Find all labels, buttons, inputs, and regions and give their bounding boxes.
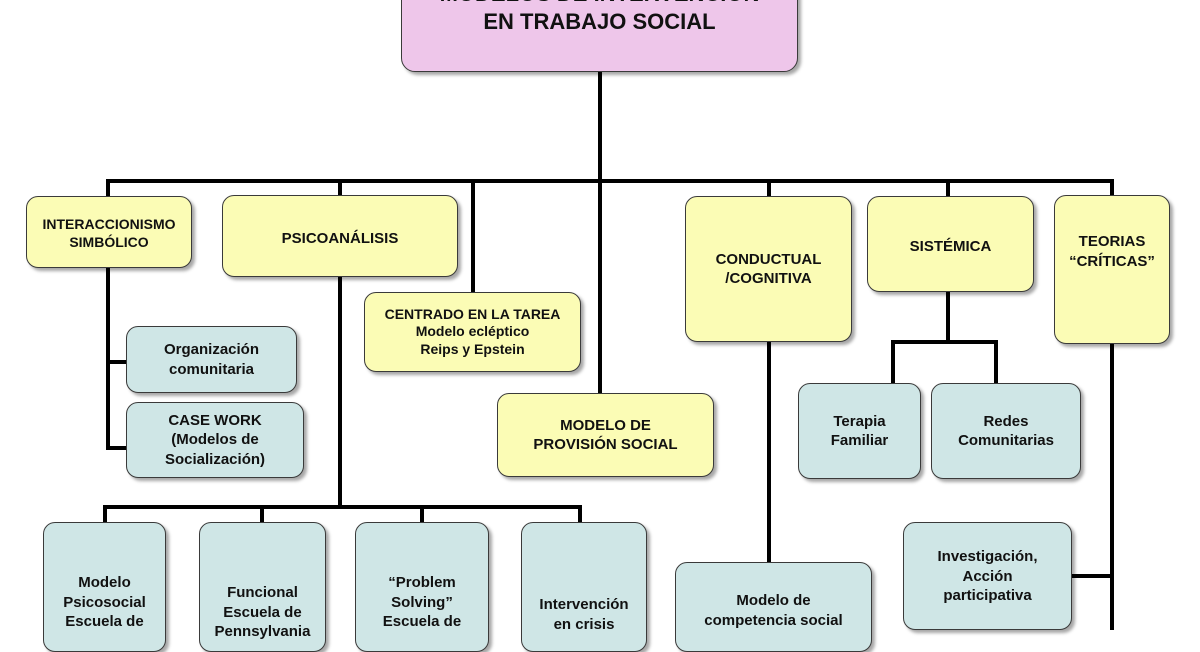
node-terapia-familiar: Terapia Familiar bbox=[798, 383, 921, 479]
node-modelo-competencia-social: Modelo de competencia social bbox=[675, 562, 872, 652]
connector-lines bbox=[103, 70, 1114, 630]
node-interaccionismo-simbolico: INTERACCIONISMO SIMBÓLICO bbox=[26, 196, 192, 268]
node-problem-solving: “Problem Solving” Escuela de bbox=[355, 522, 489, 652]
node-case-work: CASE WORK (Modelos de Socialización) bbox=[126, 402, 304, 478]
node-intervencion-en-crisis: Intervención en crisis bbox=[521, 522, 647, 652]
node-redes-comunitarias: Redes Comunitarias bbox=[931, 383, 1081, 479]
node-modelo-provision-social: MODELO DE PROVISIÓN SOCIAL bbox=[497, 393, 714, 477]
node-funcional: Funcional Escuela de Pennsylvania bbox=[199, 522, 326, 652]
node-psicoanalisis: PSICOANÁLISIS bbox=[222, 195, 458, 277]
diagram-title: MODELOS DE INTERVENCIÓN EN TRABAJO SOCIA… bbox=[401, 0, 798, 72]
node-organizacion-comunitaria: Organización comunitaria bbox=[126, 326, 297, 393]
node-investigacion-accion-participativa: Investigación, Acción participativa bbox=[903, 522, 1072, 630]
node-sistemica: SISTÉMICA bbox=[867, 196, 1034, 292]
node-teorias-criticas: TEORIAS “CRÍTICAS” bbox=[1054, 195, 1170, 344]
node-conductual-cognitiva: CONDUCTUAL /COGNITIVA bbox=[685, 196, 852, 342]
node-modelo-psicosocial: Modelo Psicosocial Escuela de bbox=[43, 522, 166, 652]
node-centrado-en-la-tarea: CENTRADO EN LA TAREA Modelo ecléptico Re… bbox=[364, 292, 581, 372]
